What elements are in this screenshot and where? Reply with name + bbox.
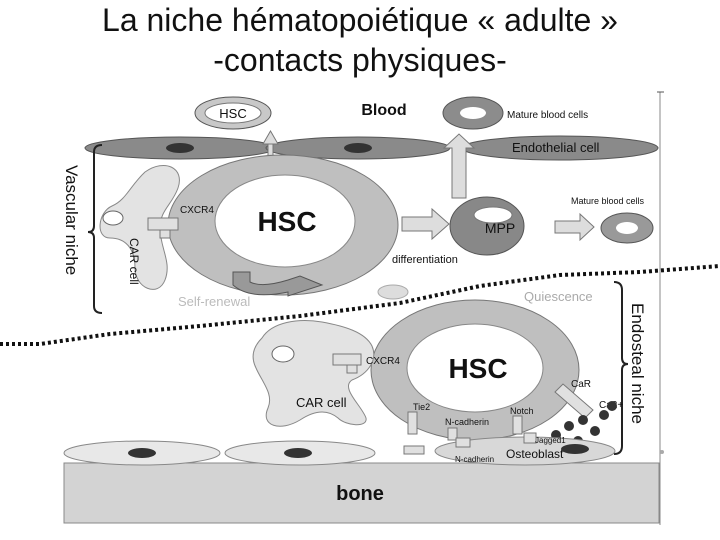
quiescence-label: Quiescence bbox=[524, 289, 593, 304]
slide-title-line2: -contacts physiques- bbox=[213, 42, 507, 78]
mature-blood-cells-top-label: Mature blood cells bbox=[507, 110, 588, 121]
ncadherin-receptor-upper bbox=[447, 427, 458, 441]
tie2-label: Tie2 bbox=[413, 402, 430, 412]
vascular-hsc-label: HSC bbox=[257, 206, 316, 237]
cxcr4-top-label: CXCR4 bbox=[180, 205, 214, 216]
endosteal-hsc-nucleus bbox=[406, 323, 544, 413]
car-cell-bottom-label: CAR cell bbox=[296, 395, 347, 410]
endosteal-niche-label: Endosteal niche bbox=[628, 303, 647, 424]
car-cell-top-label: CAR cell bbox=[127, 238, 141, 285]
slide-title-line1: La niche hématopoiétique « adulte » bbox=[102, 2, 618, 38]
vascular-niche-label: Vascular niche bbox=[62, 165, 81, 275]
bone-label: bone bbox=[336, 483, 384, 505]
blood-hsc-label: HSC bbox=[219, 106, 246, 121]
tie2-receptor bbox=[407, 411, 418, 435]
notch-label: Notch bbox=[510, 406, 534, 416]
cxcr4-receptor-bottom bbox=[332, 353, 362, 366]
endothelial-cell-label: Endothelial cell bbox=[512, 140, 600, 155]
jagged1-label: Jagged1 bbox=[535, 436, 566, 445]
endothelial-layer bbox=[84, 135, 659, 161]
cxcr4-receptor-top bbox=[147, 217, 179, 231]
car-label: CaR bbox=[571, 379, 591, 390]
self-renewal-label: Self-renewal bbox=[178, 294, 250, 309]
car-receptor bbox=[554, 383, 594, 419]
ncadherin-label-upper: N-cadherin bbox=[445, 417, 489, 427]
up-arrow-mpp bbox=[442, 133, 476, 199]
ncadherin-label-lower: N-cadherin bbox=[455, 455, 494, 464]
car-cell-top bbox=[99, 164, 180, 290]
differentiation-label: differentiation bbox=[392, 254, 458, 266]
mature-blood-cells-right-label: Mature blood cells bbox=[571, 196, 645, 206]
osteoblast-layer bbox=[63, 436, 616, 466]
osteoblast-label: Osteoblast bbox=[506, 447, 564, 461]
vascular-hsc-nucleus bbox=[214, 174, 356, 268]
cxcr4-bottom-label: CXCR4 bbox=[366, 356, 400, 367]
bone-block bbox=[63, 462, 660, 524]
niche-boundary-line bbox=[0, 264, 720, 346]
differentiation-arrow bbox=[401, 207, 450, 241]
blood-label: Blood bbox=[361, 102, 406, 119]
notch-receptor bbox=[512, 415, 523, 435]
endosteal-hsc-label: HSC bbox=[448, 353, 507, 384]
right-arrow-mature bbox=[554, 212, 595, 242]
self-renewal-arrow bbox=[232, 271, 324, 297]
mpp-label: MPP bbox=[485, 220, 515, 236]
